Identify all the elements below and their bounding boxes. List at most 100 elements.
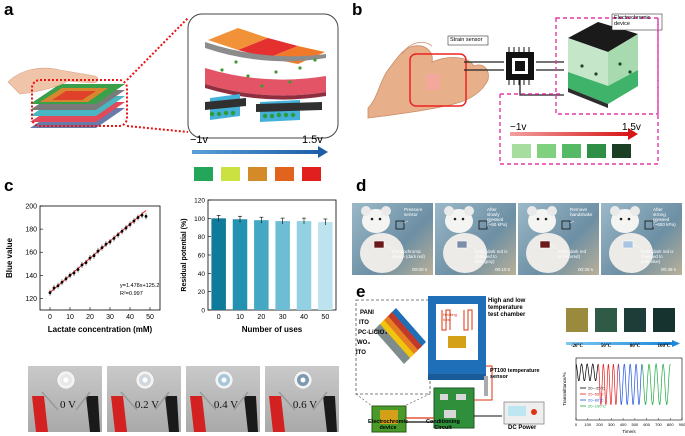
data-point [80,263,84,267]
temperature-label: -20°C [570,344,584,349]
bear-image [443,206,492,273]
dc-power-label: DC Power [508,425,537,431]
data-point [132,219,136,223]
color-swatch [512,144,531,158]
frame-time: 00:28 s [578,267,594,272]
panel-label-e: e [356,282,366,301]
bear-image [609,206,658,273]
x-axis-label: Time/s [622,429,636,434]
electrode-drawing [32,370,100,432]
bar [275,221,290,310]
color-swatch [194,167,213,181]
data-point [92,254,96,258]
y-tick-label: 60 [198,253,206,260]
plot-frame [207,199,337,311]
color-swatch [562,144,581,158]
layer-label: WO₃ [357,340,371,346]
data-point [128,223,132,226]
layer-label: ITO [356,350,366,356]
frame-bottom-label: Electrochromic device (dark red) [392,249,425,259]
x-tick-label: 20 [86,314,94,321]
pt100-label: PT100 temperature sensor [490,368,540,380]
chamber-label: High and low temperature test chamber [488,298,526,318]
frame-time: 00:48 s [661,267,677,272]
frame-time: 00:00 s [412,267,428,272]
x-tick-label: 200 [596,422,603,427]
data-point [68,273,72,277]
x-tick-label: 900 [679,422,685,427]
temperature-test-setup [355,296,545,433]
x-tick-label: 50 [321,314,329,321]
legend-entry: 20~80°C [588,398,604,403]
series-line [575,363,599,381]
conditioning-label: Conditioning Circuit [426,419,460,431]
color-swatch [302,167,321,181]
x-tick-label: 0 [575,422,578,427]
x-tick-label: 800 [667,422,674,427]
plot-frame [39,205,161,311]
bar [211,218,226,310]
temperature-arrow [566,340,680,347]
temperature-swatch [566,308,588,332]
frame-bottom-label: ECD (dark red is changed to pale blue) [641,249,674,264]
legend-entry: 20~100°C [588,404,606,409]
frame-bottom-label: ECD (dark red is changed to blue gray) [475,249,508,264]
x-tick-label: 50 [146,314,154,321]
layer-label: ITO [359,320,369,326]
data-point [140,213,144,217]
y-tick-label: 80 [198,234,206,241]
bar [232,219,248,310]
x-tick-label: 20 [257,314,265,321]
data-point [52,286,56,290]
x-tick-label: 10 [66,314,74,321]
voltage-label: 0 V [60,399,76,411]
series-line [598,363,619,405]
voltage-label: 0.4 V [213,399,239,411]
x-tick-label: 500 [632,422,639,427]
x-tick-label: 40 [126,314,134,321]
layer-label: PC-LiClO₄ [358,330,388,336]
y-tick-label: 0 [201,308,205,315]
series-line [618,363,643,405]
x-tick-label: 30 [106,314,114,321]
temperature-label: 80°C [629,344,641,349]
data-point [60,280,64,284]
x-tick-label: 30 [279,314,287,321]
x-tick-label: 700 [655,422,662,427]
data-point [124,226,128,230]
color-swatch [587,144,606,158]
x-tick-label: 300 [608,422,615,427]
bar [318,222,333,310]
fit-equation: y=1.478x+125.2 [120,283,160,289]
scale-min-a: −1v [190,134,209,146]
color-swatch [275,167,294,181]
color-swatch [537,144,556,158]
bear-image [526,206,575,273]
data-point [100,246,104,249]
y-axis-label: Residual potential (%) [181,218,188,291]
y-tick-label: 100 [194,216,205,223]
legend-entry: 20~50°C [588,392,604,397]
data-point [48,291,52,295]
ecd-label-b: Electrochromic device [614,15,651,27]
temperature-swatch [653,308,675,332]
series-line [641,362,671,405]
panel-b-illustration [367,13,663,165]
electrode-drawing [269,370,337,432]
data-point [116,233,120,237]
x-tick-label: 400 [620,422,627,427]
data-point [88,256,92,260]
data-point [108,240,112,244]
panel-label-a: a [4,0,14,19]
x-tick-label: 10 [236,314,244,321]
data-point [144,215,148,218]
data-point [112,236,116,240]
x-axis-label: Lactate concentration (mM) [48,325,153,334]
y-tick-label: 140 [25,273,37,280]
panel-label-b: b [352,0,363,19]
frame-top-label: After slowly pressed (~50 kPa) [487,207,508,227]
